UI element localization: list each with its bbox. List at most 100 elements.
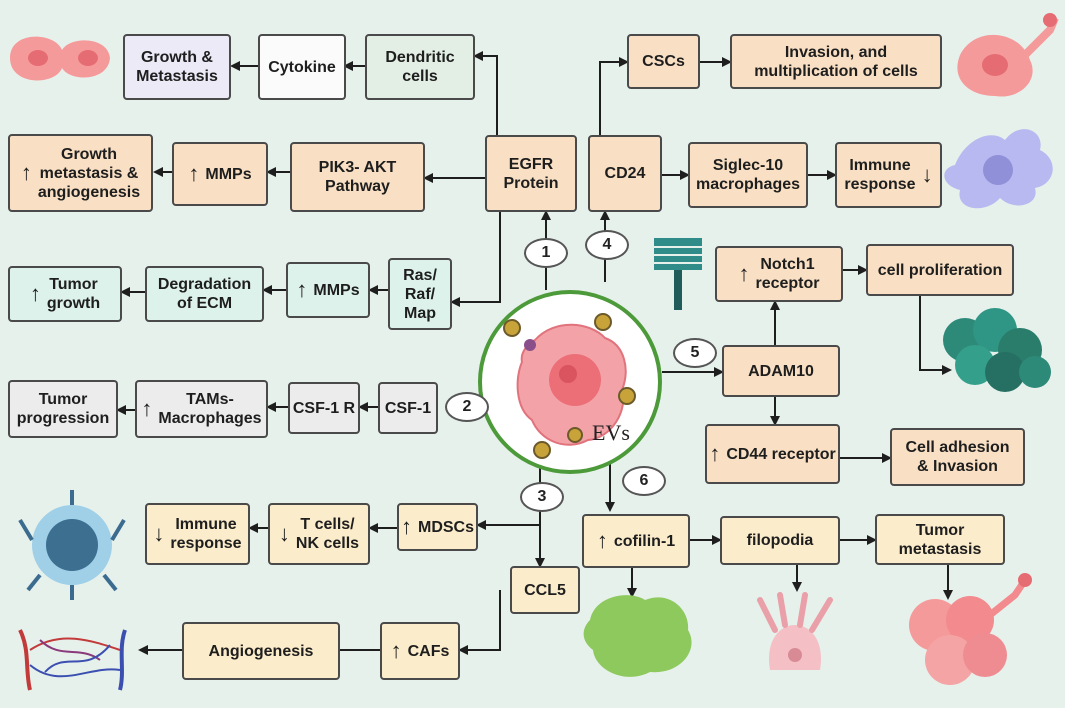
- pathway-number-4: 4: [585, 230, 629, 260]
- up-arrow-icon: ↑: [296, 277, 308, 302]
- green-tumor-mass-icon: [583, 595, 692, 677]
- growth-metastasis-box: Growth & Metastasis: [123, 34, 231, 100]
- cafs-box: ↑ CAFs: [380, 622, 460, 680]
- egfr-protein-box: EGFR Protein: [485, 135, 577, 212]
- invasion-multiplication-label: Invasion, and multiplication of cells: [754, 43, 918, 80]
- mdscs-box: ↑ MDSCs: [397, 503, 478, 551]
- pik3-akt-box: PIK3- AKT Pathway: [290, 142, 425, 212]
- mdscs-label: MDSCs: [417, 518, 474, 536]
- siglec10-label: Siglec-10 macrophages: [695, 157, 801, 193]
- down-arrow-icon: ↓: [278, 521, 290, 546]
- egfr-protein-label: EGFR Protein: [503, 155, 559, 192]
- csf1r-label: CSF-1 R: [292, 399, 356, 417]
- up-arrow-icon: ↑: [390, 638, 402, 663]
- lymphocyte-icon: [18, 490, 126, 600]
- immune-response-right-box: Immune response↓: [835, 142, 942, 208]
- evs-label: EVs: [592, 420, 630, 445]
- cell-proliferation-box: cell proliferation: [866, 244, 1014, 296]
- tumor-cell-ev-icon: [478, 290, 662, 474]
- growth-metastasis-angiogenesis-label: Growth metastasis & angiogenesis: [37, 145, 141, 201]
- up-arrow-icon: ↑: [596, 528, 608, 553]
- cafs-label: CAFs: [407, 642, 450, 660]
- blood-vessel-network-icon: [18, 629, 127, 691]
- degradation-ecm-box: Degradation of ECM: [145, 266, 264, 322]
- cofilin1-box: ↑ cofilin-1: [582, 514, 690, 568]
- cofilin1-label: cofilin-1: [613, 532, 676, 550]
- ras-raf-map-label: Ras/ Raf/ Map: [403, 266, 437, 322]
- tumor-metastasis-label: Tumor metastasis: [898, 521, 982, 558]
- ccl5-box: CCL5: [510, 566, 580, 614]
- angiogenesis-box: Angiogenesis: [182, 622, 340, 680]
- migrating-cell-icon: [957, 13, 1059, 97]
- cytokine-box: Cytokine: [258, 34, 346, 100]
- up-arrow-icon: ↑: [400, 514, 412, 539]
- growth-metastasis-label: Growth & Metastasis: [136, 49, 218, 85]
- degradation-ecm-label: Degradation of ECM: [157, 276, 252, 312]
- cytokine-label: Cytokine: [268, 58, 336, 76]
- tcells-nkcells-box: ↓T cells/ NK cells: [268, 503, 370, 565]
- pik3-akt-label: PIK3- AKT Pathway: [318, 159, 397, 195]
- up-arrow-icon: ↑: [188, 161, 200, 186]
- cell-adhesion-invasion-box: Cell adhesion & Invasion: [890, 428, 1025, 486]
- notch1-receptor-label: Notch1 receptor: [755, 256, 820, 292]
- growth-metastasis-angiogenesis-box: ↑Growth metastasis & angiogenesis: [8, 134, 153, 212]
- ccl5-label: CCL5: [524, 581, 566, 599]
- down-arrow-icon: ↓: [921, 162, 933, 187]
- filopodia-label: filopodia: [746, 532, 814, 549]
- immune-response-right-label: Immune response: [844, 157, 916, 193]
- csf1r-box: CSF-1 R: [288, 382, 360, 434]
- tumor-growth-box: ↑Tumor growth: [8, 266, 122, 322]
- dendritic-cells-box: Dendritic cells: [365, 34, 475, 100]
- up-arrow-icon: ↑: [709, 441, 721, 466]
- immune-response-left-label: Immune response: [170, 516, 242, 552]
- tcells-nkcells-label: T cells/ NK cells: [295, 516, 360, 552]
- angiogenesis-label: Angiogenesis: [208, 642, 314, 660]
- metastatic-cells-icon: [909, 573, 1032, 685]
- cd24-box: CD24: [588, 135, 662, 212]
- dendritic-cells-label: Dendritic cells: [385, 49, 455, 85]
- dividing-cell-icon: [10, 36, 110, 81]
- pathway-number-6: 6: [622, 466, 666, 496]
- down-arrow-icon: ↓: [153, 521, 165, 546]
- siglec10-box: Siglec-10 macrophages: [688, 142, 808, 208]
- cell-cluster-icon: [943, 308, 1051, 392]
- cd24-label: CD24: [604, 165, 646, 182]
- csf1-label: CSF-1: [384, 399, 432, 417]
- tumor-progression-box: Tumor progression: [8, 380, 118, 438]
- cell-adhesion-invasion-label: Cell adhesion & Invasion: [905, 439, 1010, 475]
- tams-macrophages-box: ↑TAMs- Macrophages: [135, 380, 268, 438]
- cd44-receptor-box: ↑ CD44 receptor: [705, 424, 840, 484]
- csf1-box: CSF-1: [378, 382, 438, 434]
- dendritic-macrophage-icon: [944, 129, 1053, 209]
- pathway-number-3: 3: [520, 482, 564, 512]
- cscs-box: CSCs: [627, 34, 700, 89]
- mmps-top-label: MMPs: [205, 165, 252, 183]
- up-arrow-icon: ↑: [29, 281, 41, 306]
- notch-receptor-icon: [654, 238, 702, 310]
- invasion-multiplication-box: Invasion, and multiplication of cells: [730, 34, 942, 89]
- up-arrow-icon: ↑: [141, 396, 153, 421]
- notch1-receptor-box: ↑Notch1 receptor: [715, 246, 843, 302]
- mmps-mid-box: ↑ MMPs: [286, 262, 370, 318]
- cd44-receptor-label: CD44 receptor: [726, 445, 836, 463]
- tams-macrophages-label: TAMs- Macrophages: [158, 391, 262, 427]
- pathway-number-1: 1: [524, 238, 568, 268]
- pathway-number-2: 2: [445, 392, 489, 422]
- filopodia-box: filopodia: [720, 516, 840, 565]
- tumor-metastasis-box: Tumor metastasis: [875, 514, 1005, 565]
- cell-proliferation-label: cell proliferation: [877, 261, 1003, 279]
- tumor-progression-label: Tumor progression: [16, 391, 110, 427]
- adam10-label: ADAM10: [748, 362, 814, 380]
- mmps-mid-label: MMPs: [313, 281, 360, 299]
- immune-response-left-box: ↓Immune response: [145, 503, 250, 565]
- pathway-number-5: 5: [673, 338, 717, 368]
- tumor-growth-label: Tumor growth: [46, 276, 101, 312]
- filopodia-cell-icon: [757, 592, 833, 670]
- ras-raf-map-box: Ras/ Raf/ Map: [388, 258, 452, 330]
- mmps-top-box: ↑ MMPs: [172, 142, 268, 206]
- up-arrow-icon: ↑: [738, 261, 750, 286]
- cscs-label: CSCs: [642, 53, 685, 70]
- up-arrow-icon: ↑: [20, 160, 32, 185]
